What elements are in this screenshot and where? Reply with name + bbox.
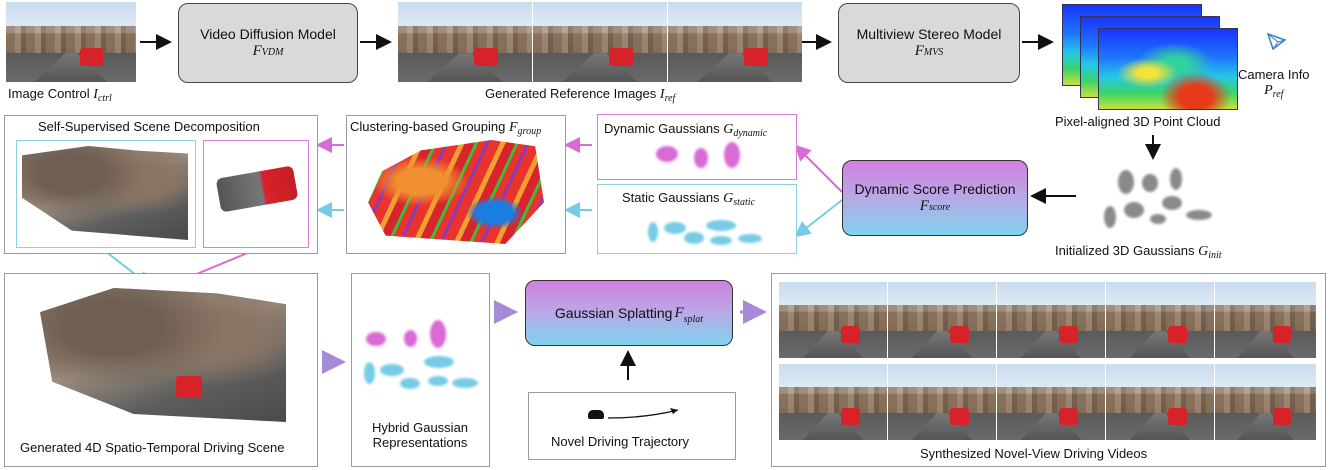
dynamic-gaussian-blob — [694, 148, 708, 168]
car-icon — [588, 410, 604, 419]
synth-video-2-frame-3 — [997, 364, 1105, 440]
init-gaussian-blob — [1142, 174, 1158, 192]
vdm-title: Video Diffusion Model — [200, 26, 336, 42]
init-gaussian-blob — [1104, 206, 1116, 228]
camera-icon — [1266, 32, 1287, 51]
init-gaussians-label: Initialized 3D Gaussians Ginit — [1055, 243, 1222, 261]
synth-label: Synthesized Novel-View Driving Videos — [920, 446, 1148, 461]
decomposition-label: Self-Supervised Scene Decomposition — [38, 119, 260, 134]
depth-map-3 — [1098, 28, 1238, 110]
image-control-photo — [6, 2, 136, 82]
hybrid-static-blob — [428, 376, 448, 386]
scene4d-label: Generated 4D Spatio-Temporal Driving Sce… — [20, 440, 285, 455]
hybrid-dynamic-blob — [404, 330, 417, 347]
init-gaussian-blob — [1118, 170, 1134, 194]
static-gaussian-blob — [684, 232, 704, 244]
ref-image-3 — [668, 2, 802, 82]
synth-video-2-frame-4 — [1106, 364, 1214, 440]
init-gaussian-blob — [1162, 196, 1182, 210]
hybrid-static-blob — [400, 378, 420, 389]
synth-video-1-frame-5 — [1215, 282, 1316, 358]
dynamic-score-prediction-box: Dynamic Score Prediction Fscore — [842, 160, 1028, 236]
mvs-title: Multiview Stereo Model — [856, 26, 1002, 42]
synth-video-2-frame-2 — [888, 364, 996, 440]
video-diffusion-model-box: Video Diffusion Model FVDM — [178, 3, 358, 83]
trajectory-arrow-icon — [607, 408, 679, 419]
grouping-label: Clustering-based Grouping Fgroup — [350, 119, 542, 137]
scene4d-bus — [176, 376, 202, 398]
init-gaussian-blob — [1124, 202, 1144, 218]
dynamic-gaussians-frame — [597, 114, 797, 180]
arrow-score-to-dynamic — [794, 144, 843, 193]
point-cloud-label: Pixel-aligned 3D Point Cloud — [1055, 114, 1221, 129]
dynamic-gaussian-blob — [724, 142, 740, 168]
init-gaussian-blob — [1170, 168, 1182, 190]
hybrid-dynamic-blob — [366, 332, 386, 346]
hybrid-static-blob — [452, 378, 478, 388]
synth-video-1-frame-2 — [888, 282, 996, 358]
hybrid-static-blob — [424, 356, 454, 368]
static-gaussian-blob — [664, 222, 686, 234]
image-control-label: Image Control Ictrl — [8, 86, 112, 104]
static-gaussian-blob — [648, 222, 658, 242]
hybrid-dynamic-blob — [430, 320, 446, 348]
static-gaussians-label: Static Gaussians Gstatic — [622, 190, 755, 208]
synth-video-2-frame-5 — [1215, 364, 1316, 440]
static-gaussian-blob — [706, 220, 736, 231]
splat-title: Gaussian Splatting — [554, 305, 673, 321]
synth-video-2-frame-1 — [779, 364, 887, 440]
trajectory-label: Novel Driving Trajectory — [551, 434, 689, 449]
hybrid-static-blob — [364, 362, 375, 384]
synth-video-1-frame-3 — [997, 282, 1105, 358]
generated-refs-label: Generated Reference Images Iref — [485, 86, 676, 104]
dynamic-gaussians-label: Dynamic Gaussians Gdynamic — [604, 121, 768, 139]
arrow-score-to-static — [794, 199, 843, 238]
trajectory-frame — [528, 392, 736, 460]
score-title: Dynamic Score Prediction — [854, 181, 1016, 197]
synth-video-1-frame-1 — [779, 282, 887, 358]
hybrid-label: Hybrid Gaussian Representations — [371, 420, 469, 450]
camera-info-label: Camera Info Pref — [1238, 67, 1310, 100]
hybrid-static-blob — [380, 364, 404, 376]
init-gaussian-blob — [1150, 214, 1166, 224]
dynamic-gaussian-blob — [656, 146, 678, 162]
synth-video-1-frame-4 — [1106, 282, 1214, 358]
static-gaussian-blob — [710, 236, 732, 245]
ref-image-2 — [533, 2, 667, 82]
init-gaussian-blob — [1186, 210, 1212, 220]
static-gaussian-blob — [738, 234, 762, 243]
ref-image-1 — [398, 2, 532, 82]
multiview-stereo-model-box: Multiview Stereo Model FMVS — [838, 3, 1020, 83]
